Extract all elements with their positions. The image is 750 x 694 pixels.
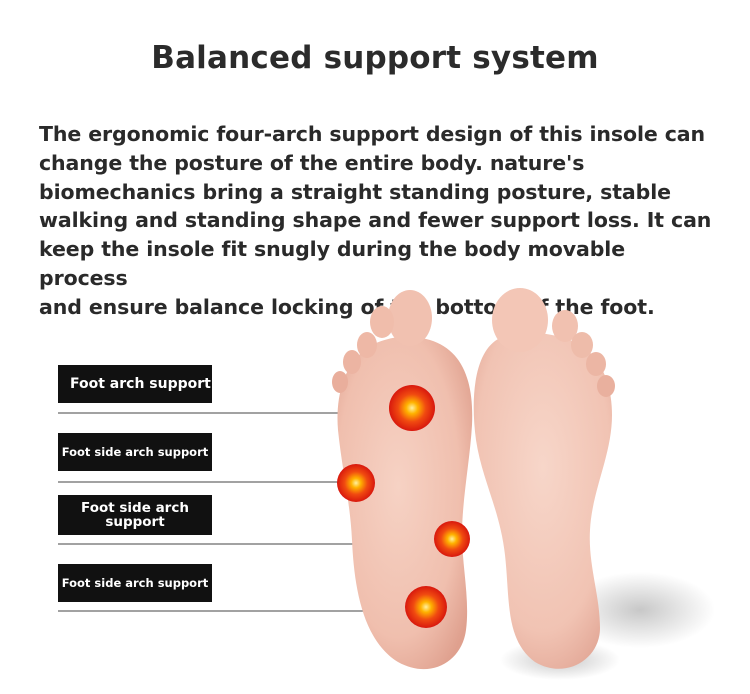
right-toe bbox=[571, 332, 593, 358]
support-hotspots bbox=[337, 385, 470, 628]
description-line: keep the insole fit snugly during the bo… bbox=[39, 237, 626, 290]
right-toe bbox=[597, 375, 615, 397]
description-line: change the posture of the entire body. n… bbox=[39, 150, 585, 175]
label-foot-side-arch-support: Foot side arch support bbox=[58, 564, 212, 602]
left-foot bbox=[332, 290, 473, 670]
hotspot-heel bbox=[405, 586, 447, 628]
foot-shadow bbox=[565, 572, 715, 648]
label-foot-arch-support: Foot arch support bbox=[58, 365, 212, 403]
left-toe bbox=[332, 371, 348, 393]
description-line: walking and standing shape and fewer sup… bbox=[39, 208, 712, 233]
right-sole bbox=[473, 332, 612, 669]
page-title: Balanced support system bbox=[151, 40, 599, 76]
right-big-toe bbox=[492, 288, 548, 352]
left-toe bbox=[370, 306, 394, 338]
description-line: and ensure balance locking of the bottom… bbox=[39, 294, 655, 319]
left-toe bbox=[343, 350, 361, 374]
hotspot-side-arch bbox=[434, 521, 470, 557]
left-big-toe bbox=[388, 290, 432, 346]
description-line: biomechanics bring a straight standing p… bbox=[39, 179, 671, 204]
label-foot-side-arch-support: Foot side arch support bbox=[58, 433, 212, 471]
label-foot-side-arch-support: Foot side arch support bbox=[58, 495, 212, 535]
left-sole bbox=[337, 336, 473, 670]
right-toe bbox=[586, 352, 606, 376]
hotspot-side-arch bbox=[337, 464, 375, 502]
description: The ergonomic four-arch support design o… bbox=[39, 120, 719, 322]
right-foot bbox=[473, 288, 615, 669]
description-line: The ergonomic four-arch support design o… bbox=[39, 122, 706, 146]
right-toe bbox=[552, 310, 578, 342]
hotspot-foot-arch bbox=[389, 385, 435, 431]
left-toe bbox=[357, 332, 377, 358]
